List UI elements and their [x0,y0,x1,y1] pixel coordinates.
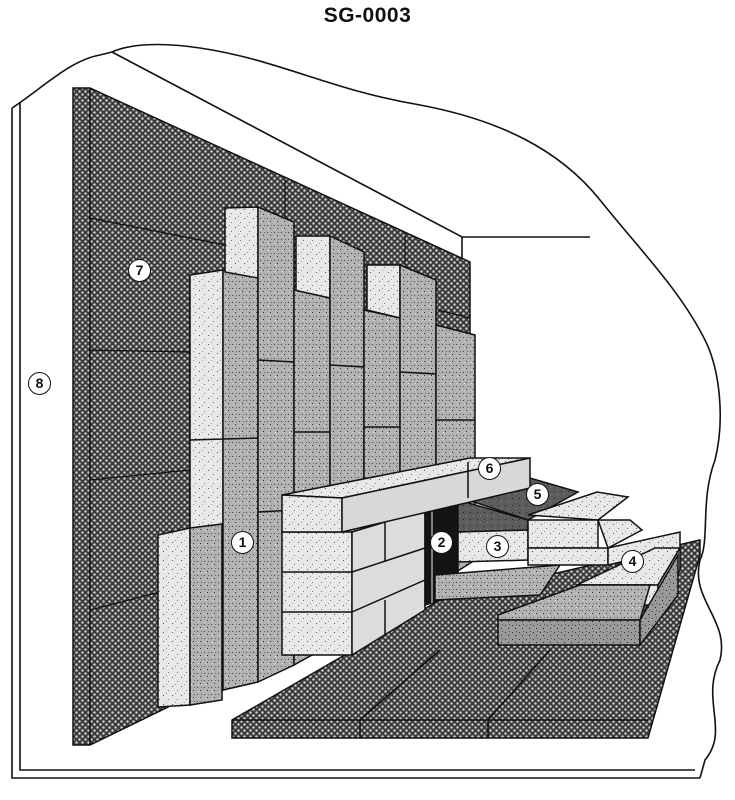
diagram-title: SG-0003 [323,4,412,27]
callout-8: 8 [28,372,51,395]
callout-2: 2 [430,531,453,554]
callout-7: 7 [128,259,151,282]
inner-floor-brick [434,529,562,601]
front-pier-bricks [281,508,426,657]
callout-3: 3 [486,535,509,558]
callout-5: 5 [526,483,549,506]
callout-6: 6 [478,457,501,480]
stepped-floor-bricks [497,491,682,648]
outer-shell-casing [11,43,723,779]
callout-4: 4 [621,550,644,573]
callout-1: 1 [231,531,254,554]
